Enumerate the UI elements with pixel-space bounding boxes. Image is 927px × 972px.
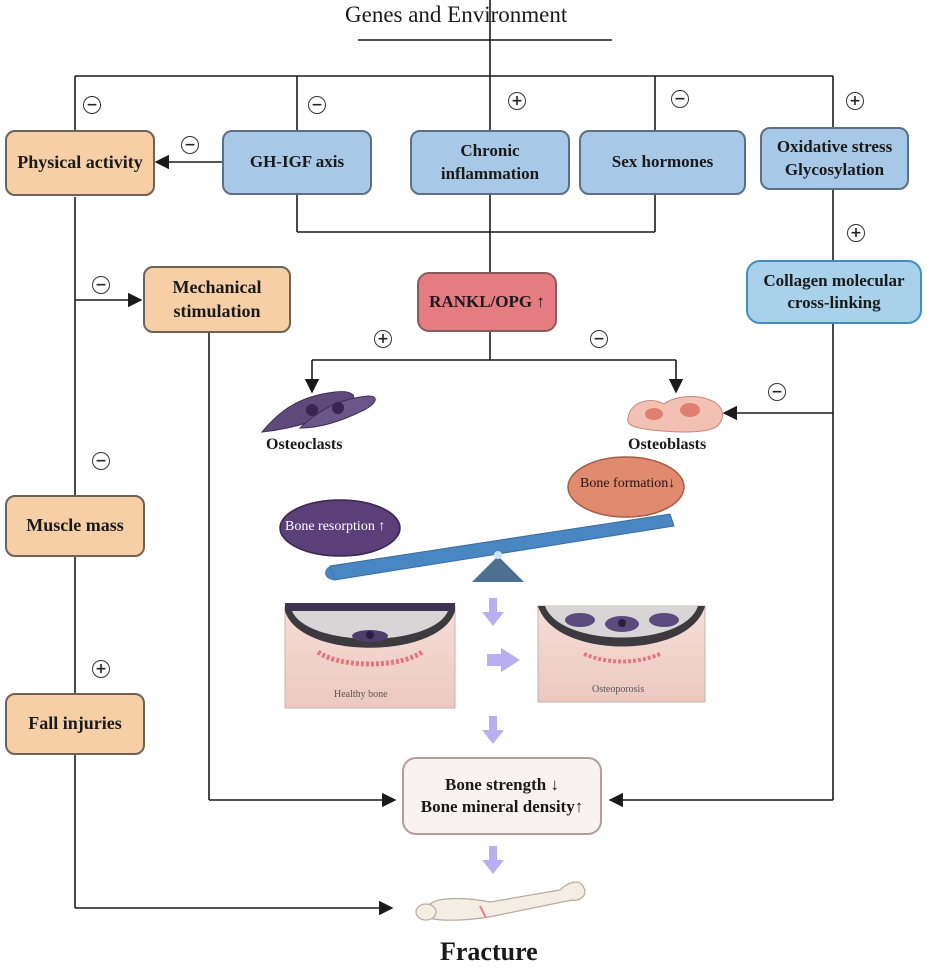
bone-strength-line-1: Bone strength ↓	[445, 774, 559, 794]
osteoblasts-label: Osteoblasts	[628, 436, 707, 453]
oxidative-stress-box: Oxidative stress Glycosylation	[760, 127, 909, 190]
plus-sign-inflammation-top: +	[508, 92, 526, 110]
mechanical-line-2: stimulation	[173, 300, 261, 321]
plus-sign-rankl-osteoclasts: +	[374, 330, 392, 348]
chronic-inflammation-box: Chronic inflammation	[410, 130, 570, 195]
flow-arrow-4	[482, 846, 504, 874]
bone-strength-box: Bone strength ↓ Bone mineral density↑	[402, 757, 602, 835]
physical-activity-box: Physical activity	[5, 130, 155, 196]
flow-arrow-3	[482, 716, 504, 744]
healthy-bone-label: Healthy bone	[334, 689, 388, 700]
collagen-line-2: cross-linking	[787, 293, 881, 312]
collagen-line-1: Collagen molecular	[763, 270, 905, 290]
fall-injuries-box: Fall injuries	[5, 693, 145, 755]
minus-sign-mechanical: −	[92, 276, 110, 294]
mechanical-line-1: Mechanical	[172, 277, 262, 298]
minus-sign-rankl-osteoblasts: −	[590, 330, 608, 348]
plus-sign-fall: +	[92, 660, 110, 678]
sex-hormones-box: Sex hormones	[579, 130, 746, 195]
osteoporosis-label: Osteoporosis	[592, 684, 645, 695]
minus-sign-gh-top: −	[308, 96, 326, 114]
flow-arrow-1	[482, 598, 504, 626]
mechanical-stimulation-box: Mechanical stimulation	[143, 266, 291, 333]
connectors	[74, 0, 834, 916]
plus-sign-oxidative-top: +	[846, 92, 864, 110]
bone-resorption-label: Bone resorption ↑	[285, 519, 386, 534]
osteoporosis-panel	[537, 605, 706, 703]
oxidative-line-1: Oxidative stress	[776, 137, 893, 157]
chronic-inflammation-line-2: inflammation	[440, 163, 540, 183]
osteoblast-cells	[627, 396, 723, 433]
fractured-bone-icon	[415, 881, 586, 921]
flow-arrow-2	[487, 648, 520, 672]
title: Genes and Environment	[345, 2, 568, 27]
minus-sign-collagen-osteoblasts: −	[768, 383, 786, 401]
osteoclasts-label: Osteoclasts	[266, 436, 343, 453]
minus-sign-sex-top: −	[671, 90, 689, 108]
bone-strength-line-2: Bone mineral density↑	[420, 797, 584, 816]
healthy-bone-panel	[284, 603, 456, 709]
minus-sign-muscle: −	[92, 452, 110, 470]
flow-arrows	[482, 598, 520, 874]
bone-formation-label: Bone formation↓	[580, 476, 676, 491]
plus-sign-collagen: +	[847, 224, 865, 242]
rankl-opg-box: RANKL/OPG ↑	[417, 272, 557, 332]
gh-igf-box: GH-IGF axis	[222, 130, 372, 195]
collagen-cross-linking-box: Collagen molecular cross-linking	[746, 260, 922, 324]
minus-sign-left-top: −	[83, 96, 101, 114]
chronic-inflammation-line-1: Chronic	[460, 141, 520, 161]
muscle-mass-box: Muscle mass	[5, 495, 145, 557]
minus-sign-gh-physical: −	[181, 136, 199, 154]
balance-seesaw	[279, 456, 685, 582]
fracture-label: Fracture	[440, 937, 538, 966]
osteoclast-cells	[260, 391, 376, 433]
oxidative-line-2: Glycosylation	[784, 159, 885, 179]
